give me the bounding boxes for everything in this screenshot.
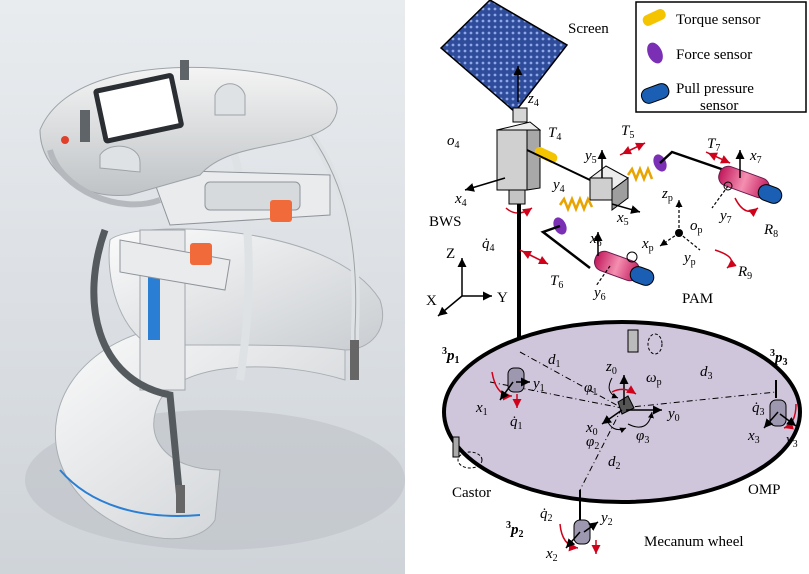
q1-label: q̇1: [510, 414, 523, 432]
mecanum-wheel-label: Mecanum wheel: [644, 534, 744, 550]
x0-label: x0: [585, 420, 598, 438]
y2-label: y2: [599, 510, 613, 528]
phi1-label: φ1: [584, 380, 597, 398]
d2-label: d2: [608, 454, 621, 472]
omega-p-label: ωp: [646, 370, 662, 388]
screen-label: Screen: [568, 21, 609, 37]
R9-label: R9: [737, 264, 752, 282]
p1-label: 3p1: [442, 346, 460, 366]
x1-label: x1: [475, 400, 488, 418]
T5-label: T5: [621, 123, 634, 141]
robot-render-image: [0, 0, 405, 574]
z4-label: z4: [527, 91, 539, 109]
xp-label: xp: [641, 236, 654, 254]
pull-pressure-sensor-left: [594, 250, 655, 286]
legend: Torque sensor Force sensor Pull pressure…: [635, 1, 807, 114]
bws-label: BWS: [429, 214, 462, 230]
x6-label: x6: [589, 231, 602, 249]
legend-pull-pressure-line1: Pull pressure: [676, 81, 754, 97]
pam-cube: [589, 165, 629, 211]
d1-label: d1: [548, 352, 561, 370]
force-sensor-swatch: [647, 42, 663, 64]
world-Y-label: Y: [497, 290, 508, 306]
world-X-label: X: [426, 293, 437, 309]
x2-label: x2: [545, 546, 558, 564]
pull-pressure-sensor-right: [718, 165, 783, 204]
world-Z-label: Z: [446, 246, 455, 262]
d3-label: d3: [700, 364, 713, 382]
castor-label: Castor: [452, 485, 491, 501]
z0-label: z0: [605, 359, 617, 377]
T4-label: T4: [548, 125, 561, 143]
q3-label: q̇3: [752, 400, 765, 418]
R8-label: R8: [763, 222, 778, 240]
yp-label: yp: [682, 250, 696, 268]
legend-force-sensor: Force sensor: [676, 47, 752, 63]
zp-label: zp: [661, 186, 673, 204]
p3-label: 3p3: [770, 348, 788, 368]
y1-label: y1: [531, 376, 545, 394]
y3-label: y3: [784, 432, 798, 450]
q2-label: q̇2: [540, 506, 553, 524]
x5-label: x5: [616, 210, 629, 228]
x3-label: x3: [747, 428, 760, 446]
torque-sensor-T4: [534, 147, 558, 163]
T6-label: T6: [550, 273, 563, 291]
phi3-label: φ3: [636, 428, 649, 446]
phi2-label: φ2: [586, 434, 599, 452]
op-label: op: [690, 218, 703, 236]
y4-label: y4: [551, 177, 565, 195]
legend-torque-sensor: Torque sensor: [676, 12, 760, 28]
p2-label: 3p2: [506, 520, 524, 540]
kinematic-diagram: Torque sensor Force sensor Pull pressure…: [426, 0, 807, 564]
omp-label: OMP: [748, 482, 781, 498]
x7-label: x7: [749, 148, 762, 166]
legend-pull-pressure-line2: sensor: [700, 98, 738, 114]
o4-label: o4: [447, 133, 460, 151]
y5-label: y5: [583, 148, 597, 166]
y6-label: y6: [592, 285, 606, 303]
y0-label: y0: [666, 406, 680, 424]
pull-pressure-sensor-swatch: [640, 83, 670, 104]
pam-label: PAM: [682, 291, 713, 307]
x4-label: x4: [454, 191, 467, 209]
screen-element: [439, 0, 569, 114]
T7-label: T7: [707, 136, 720, 154]
bws-block: [495, 107, 542, 205]
y7-label: y7: [718, 208, 732, 226]
torque-sensor-swatch: [642, 9, 666, 26]
q4-label: q̇4: [482, 236, 495, 254]
